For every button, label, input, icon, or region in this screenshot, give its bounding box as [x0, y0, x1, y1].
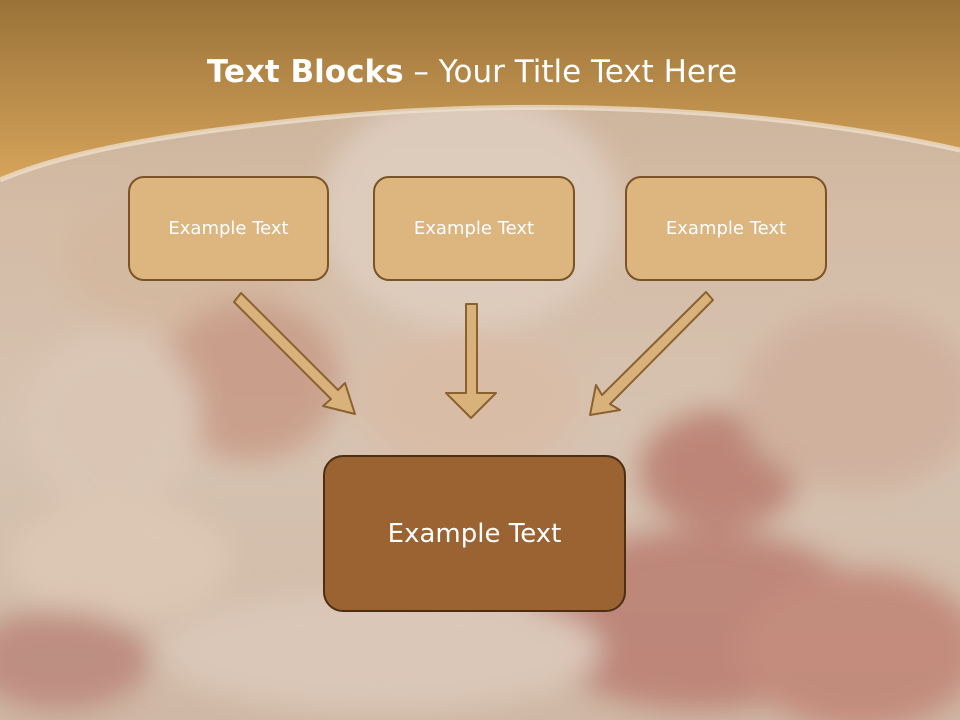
main-text-block-label: Example Text	[387, 518, 562, 549]
arrow-left	[233, 292, 356, 415]
text-block-1-label: Example Text	[168, 218, 289, 239]
title-rest: Your Title Text Here	[438, 54, 738, 90]
main-text-block[interactable]: Example Text	[323, 455, 626, 612]
header-band	[0, 0, 960, 183]
text-block-3-label: Example Text	[665, 218, 787, 239]
text-block-2[interactable]: Example Text	[373, 176, 575, 281]
slide-title: Text Blocks – Your Title Text Here	[0, 54, 944, 90]
arrow-center	[445, 303, 497, 419]
text-block-2-label: Example Text	[413, 218, 535, 239]
title-dash: –	[413, 54, 429, 90]
text-block-3[interactable]: Example Text	[625, 176, 827, 281]
arrow-right	[589, 291, 714, 416]
text-block-1[interactable]: Example Text	[128, 176, 329, 281]
title-bold: Text Blocks	[206, 54, 404, 90]
